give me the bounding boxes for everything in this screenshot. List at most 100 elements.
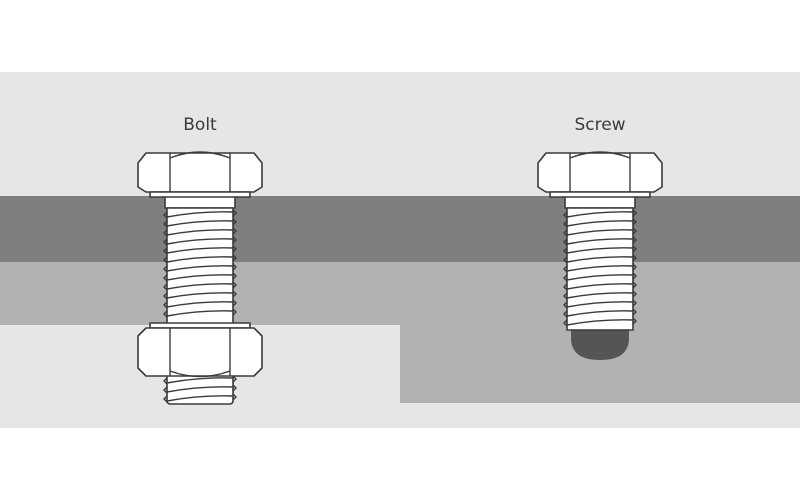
thread-line	[166, 256, 234, 263]
thread-tooth	[632, 254, 637, 262]
bolt-threads	[163, 209, 237, 318]
thread-tooth	[232, 308, 237, 316]
thread-tooth	[163, 211, 168, 219]
thread-line	[566, 229, 634, 236]
thread-tooth	[163, 301, 168, 309]
screw-tip-cavity	[571, 330, 629, 360]
thread-tooth	[563, 265, 568, 273]
thread-tooth	[163, 220, 168, 228]
thread-tooth	[632, 209, 637, 217]
bolt-label: Bolt	[183, 115, 217, 135]
thread-line	[166, 386, 234, 393]
bolt-head	[137, 151, 263, 198]
thread-tooth	[163, 377, 168, 385]
thread-line	[566, 265, 634, 272]
thread-tooth	[632, 281, 637, 289]
bolt-nut	[137, 322, 263, 378]
screw-washer-face	[549, 191, 651, 198]
nut-hex	[137, 327, 263, 377]
thread-tooth	[632, 299, 637, 307]
thread-line	[566, 238, 634, 245]
thread-line	[166, 265, 234, 272]
thread-tooth	[632, 290, 637, 298]
thread-tooth	[563, 238, 568, 246]
thread-line	[566, 220, 634, 227]
bolt-head-hex	[137, 152, 263, 193]
thread-line	[566, 301, 634, 308]
thread-line	[166, 247, 234, 254]
thread-tooth	[563, 220, 568, 228]
thread-line	[166, 220, 234, 227]
thread-line	[566, 247, 634, 254]
thread-tooth	[563, 319, 568, 327]
thread-tooth	[232, 236, 237, 244]
screw-head-hex	[537, 152, 663, 193]
thread-line	[166, 229, 234, 236]
thread-tooth	[563, 292, 568, 300]
thread-tooth	[632, 317, 637, 325]
thread-line	[566, 292, 634, 299]
thread-tooth	[163, 265, 168, 273]
thread-tooth	[632, 227, 637, 235]
thread-tooth	[163, 310, 168, 318]
thread-line	[166, 238, 234, 245]
thread-tooth	[232, 299, 237, 307]
thread-tooth	[232, 227, 237, 235]
top-plate	[0, 196, 800, 262]
thread-tooth	[632, 236, 637, 244]
thread-line	[166, 292, 234, 299]
screw-threads	[563, 209, 637, 327]
thread-line	[566, 211, 634, 218]
thread-tooth	[232, 384, 237, 392]
thread-tooth	[563, 229, 568, 237]
thread-tooth	[232, 209, 237, 217]
thread-line	[166, 274, 234, 281]
thread-tooth	[563, 283, 568, 291]
screw	[537, 151, 663, 360]
bolt-tail-threads	[163, 375, 237, 403]
thread-tooth	[232, 375, 237, 383]
thread-line	[566, 310, 634, 317]
thread-tooth	[563, 301, 568, 309]
thread-tooth	[232, 272, 237, 280]
thread-tooth	[163, 256, 168, 264]
thread-tooth	[232, 263, 237, 271]
bolt-shank	[163, 195, 237, 405]
bolt-washer-face	[149, 191, 251, 198]
thread-line	[166, 395, 234, 402]
thread-tooth	[632, 272, 637, 280]
thread-line	[566, 283, 634, 290]
thread-line	[166, 283, 234, 290]
thread-tooth	[632, 308, 637, 316]
thread-line	[166, 310, 234, 317]
screw-label: Screw	[574, 115, 625, 135]
thread-tooth	[563, 247, 568, 255]
thread-tooth	[163, 292, 168, 300]
thread-tooth	[163, 386, 168, 394]
thread-line	[566, 319, 634, 326]
thread-line	[166, 211, 234, 218]
thread-tooth	[232, 281, 237, 289]
thread-line	[166, 301, 234, 308]
thread-line	[566, 256, 634, 263]
thread-tooth	[163, 395, 168, 403]
thread-tooth	[232, 218, 237, 226]
thread-tooth	[563, 274, 568, 282]
thread-tooth	[163, 247, 168, 255]
thread-tooth	[163, 229, 168, 237]
thread-tooth	[232, 393, 237, 401]
thread-tooth	[563, 256, 568, 264]
thread-tooth	[232, 290, 237, 298]
bolt-threaded-section	[166, 207, 234, 329]
thread-line	[566, 274, 634, 281]
thread-tooth	[563, 310, 568, 318]
thread-tooth	[632, 218, 637, 226]
thread-tooth	[632, 263, 637, 271]
thread-tooth	[632, 245, 637, 253]
thread-tooth	[232, 254, 237, 262]
screw-head	[537, 151, 663, 198]
thread-tooth	[163, 274, 168, 282]
thread-tooth	[163, 283, 168, 291]
middle-plate	[0, 262, 800, 325]
